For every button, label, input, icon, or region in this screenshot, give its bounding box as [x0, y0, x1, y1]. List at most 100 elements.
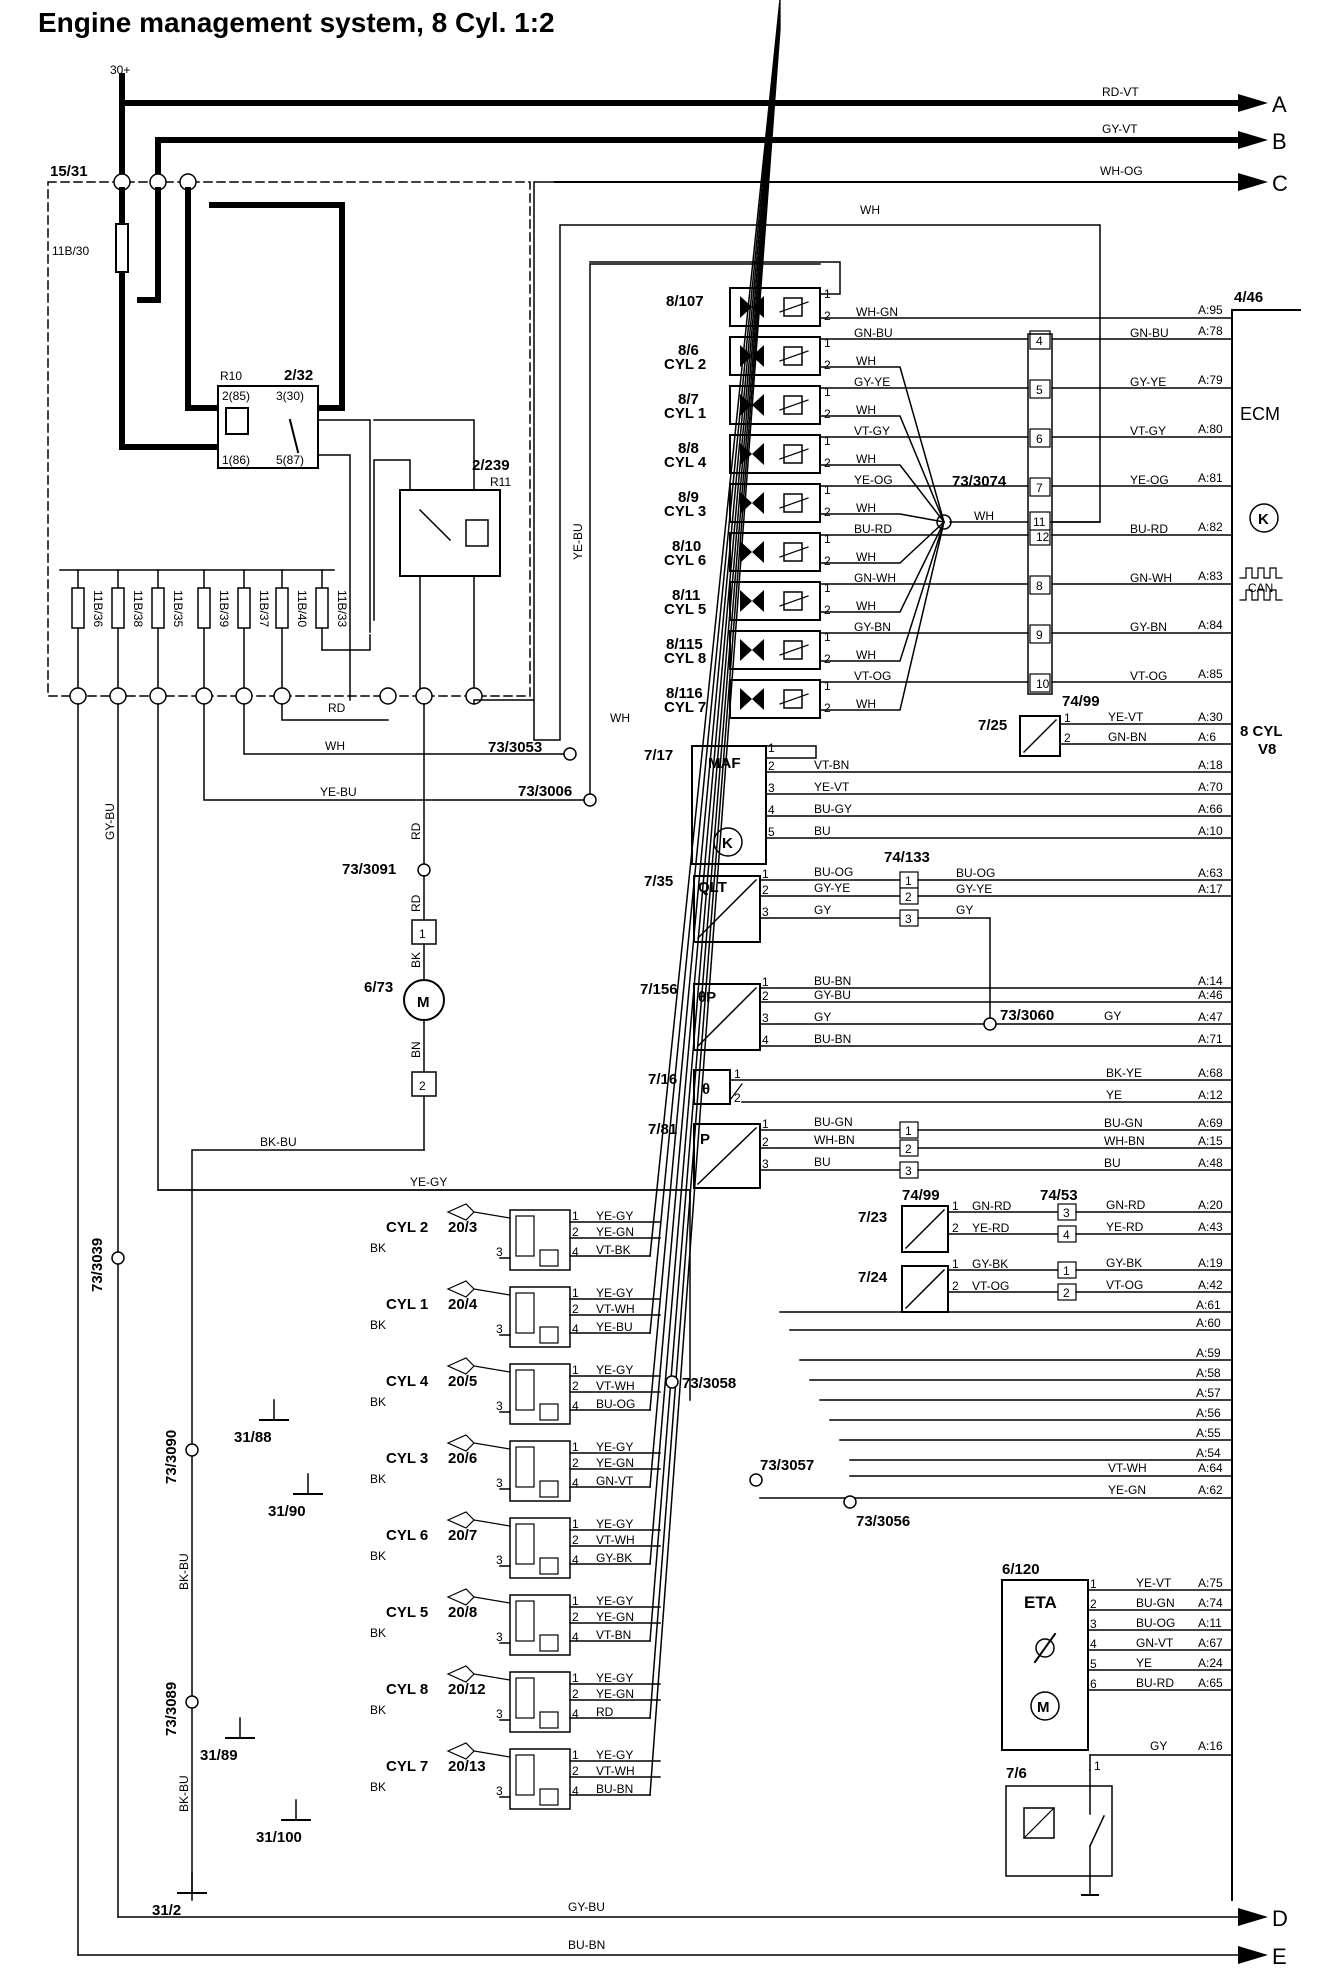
fuse-label-6: 11B/40 [295, 590, 309, 627]
spark-plug-icon [446, 1280, 475, 1298]
pin: 1 [572, 1748, 579, 1762]
connector-pin-box [1029, 330, 1051, 350]
ecm-variant-line2: V8 [1258, 741, 1276, 758]
injector-wire2: WH [856, 452, 876, 466]
injector-wire1: VT-GY [854, 424, 890, 438]
pin: 4 [572, 1707, 579, 1721]
connector-pin-number: 1 [1063, 1264, 1070, 1278]
pin: 3 [496, 1553, 503, 1567]
sensor-7-16-id: 7/16 [648, 1071, 677, 1088]
pin: 4 [572, 1399, 579, 1413]
wire-rd-fusebox: RD [328, 701, 346, 715]
coil-winding-icon [515, 1523, 535, 1565]
coil-cyl: CYL 3 [386, 1450, 428, 1467]
coil-ecm-pin: A:59 [1196, 1346, 1221, 1360]
injector-pin2: 2 [824, 554, 831, 568]
spark-plug-icon [446, 1588, 475, 1606]
s781-3-pin: A:48 [1198, 1156, 1223, 1170]
coil-wire1: YE-GY [596, 1594, 633, 1608]
coil-wire4: YE-BU [596, 1320, 633, 1334]
splice-3057-dot [749, 1473, 763, 1487]
ecm-pin: A:82 [1198, 520, 1223, 534]
pin: 3 [496, 1322, 503, 1336]
fan-motor-wire-rd2: RD [409, 894, 423, 912]
pin: 3 [762, 1011, 769, 1025]
injector-pin1: 1 [824, 336, 831, 350]
s781-3-wire: BU [1104, 1156, 1121, 1170]
coil-wire2: VT-WH [596, 1302, 635, 1316]
pin: 2 [572, 1456, 579, 1470]
coil-winding-icon [515, 1292, 535, 1334]
sensor-723-3-pin: A:42 [1198, 1278, 1223, 1292]
coil-wire4: GN-VT [596, 1474, 634, 1488]
injector-wire2: WH [856, 403, 876, 417]
eta-2-wire: BU-GN [1136, 1596, 1175, 1610]
coil-winding-icon [515, 1754, 535, 1796]
eta-1-wire: YE-VT [1136, 1576, 1172, 1590]
arrow-d: D GY-BU [568, 1900, 1288, 1931]
coil-ecm-pin: A:61 [1196, 1298, 1221, 1312]
coil-wire4: VT-BN [596, 1628, 631, 1642]
ecm-wire-label: GN-BU [1130, 326, 1169, 340]
wire-yebu-vertical: YE-BU [571, 523, 585, 560]
injector-coil-icon [783, 395, 803, 415]
connector-pin-number: 1 [905, 874, 912, 888]
injector-cyl: CYL 7 [664, 699, 706, 716]
ecm-pin: A:81 [1198, 471, 1223, 485]
pin: 1 [762, 975, 769, 989]
eta-unit: M 6/120 ETA [1001, 1561, 1089, 1751]
injector-wire2: WH-GN [856, 305, 898, 319]
injector-pin2: 2 [824, 407, 831, 421]
injector-wire1: BU-RD [854, 522, 892, 536]
sensor-wire-a: YE-RD [972, 1221, 1010, 1235]
injector-pin1: 1 [824, 483, 831, 497]
ground-31-88: 31/88 [234, 1399, 289, 1446]
s7156-4-wire: BU-BN [814, 1032, 851, 1046]
splice-3089: 73/3089 [163, 1682, 180, 1736]
connector-pin-number: 5 [1036, 383, 1043, 397]
pin: 3 [762, 1157, 769, 1171]
ground-label: 31/89 [200, 1747, 238, 1764]
arrow-c: C WH-OG [1100, 164, 1288, 196]
injector-coil-icon [783, 640, 803, 660]
pin: 6 [1090, 1677, 1097, 1691]
coil-wire2: YE-GN [596, 1456, 634, 1470]
splice-3090: 73/3090 [163, 1430, 180, 1484]
coil-cyl: CYL 6 [386, 1527, 428, 1544]
s716-1-pin: A:68 [1198, 1066, 1223, 1080]
injector-pin2: 2 [824, 358, 831, 372]
coil-id: 20/3 [448, 1219, 477, 1236]
connector-pin-number: 8 [1036, 579, 1043, 593]
maf-3-pin: A:70 [1198, 780, 1223, 794]
coil-ecm-pin: A:58 [1196, 1366, 1221, 1380]
ecm-pin: A:80 [1198, 422, 1223, 436]
eta-2-pin: A:74 [1198, 1596, 1223, 1610]
pin: 1 [1064, 711, 1071, 725]
injector-pin2: 2 [824, 505, 831, 519]
pin: 4 [572, 1322, 579, 1336]
sensor-7-25-a-pin: A:30 [1198, 710, 1223, 724]
pin: 4 [572, 1784, 579, 1798]
connector-pin-box [1029, 379, 1051, 399]
coil-wire4: GY-BK [596, 1551, 632, 1565]
ecm-pin: A:95 [1198, 303, 1223, 317]
fuse-label-1: 11B/36 [91, 590, 105, 627]
splice-3060: 73/3060 [1000, 1007, 1054, 1024]
coil-ecm-pin: A:57 [1196, 1386, 1221, 1400]
sensor-723-1-wire: YE-RD [1106, 1220, 1144, 1234]
ecm-pin: A:78 [1198, 324, 1223, 338]
splice-3074: 73/3074 [952, 473, 1007, 490]
coil-wire1: YE-GY [596, 1209, 633, 1223]
coil-driver-icon [539, 1557, 559, 1575]
fan-motor-wire-rd1: RD [409, 822, 423, 840]
injector-wire2: WH [856, 550, 876, 564]
connector-column [1027, 333, 1053, 695]
connector-pin-number: 12 [1036, 530, 1050, 544]
supply-lines [119, 73, 1241, 185]
qlt-w3a: GY [814, 903, 831, 917]
pin: 1 [572, 1209, 579, 1223]
pin: 1 [1090, 1577, 1097, 1591]
